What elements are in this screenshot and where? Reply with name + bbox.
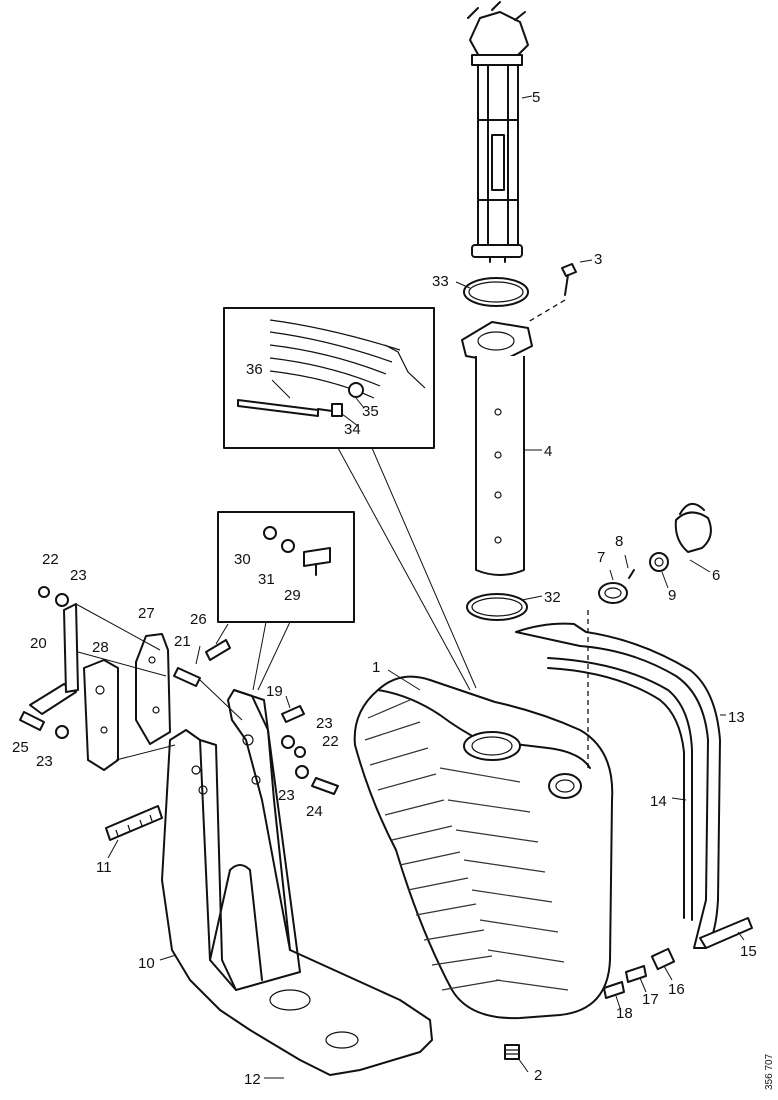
fasteners [19,586,339,795]
callout-1: 1 [372,659,380,676]
detail-inset-drain [223,307,435,449]
callout-5: 5 [532,89,540,106]
inset-pointer [337,447,477,691]
callout-33: 33 [432,273,449,290]
inset-pointer-2 [252,621,291,691]
callout-10: 10 [138,955,155,972]
callout-9: 9 [668,587,676,604]
callout-23-left: 23 [36,753,53,770]
callout-22-top: 22 [42,551,59,568]
callout-24: 24 [306,803,323,820]
strap-hardware [603,917,753,999]
callout-7: 7 [597,549,605,566]
callout-12: 12 [244,1071,261,1088]
callout-11: 11 [96,859,112,876]
callout-36: 36 [246,361,263,378]
callout-25: 25 [12,739,29,756]
callout-31: 31 [258,571,275,588]
callout-32: 32 [544,589,561,606]
callout-labels: 5 3 33 36 35 34 4 30 31 29 22 23 8 7 6 9… [12,89,757,1088]
fuel-level-sender [467,1,529,263]
callout-23-mid: 23 [316,715,333,732]
callout-20: 20 [30,635,47,652]
callout-6: 6 [712,567,720,584]
callout-13: 13 [728,709,745,726]
tank-strap [515,622,721,949]
callout-14: 14 [650,793,667,810]
callout-26: 26 [190,611,207,628]
assembly-line-3 [527,299,566,323]
callout-18: 18 [616,1005,633,1022]
callout-23-low: 23 [278,787,295,804]
callout-28: 28 [92,639,109,656]
detail-inset-fasteners [217,511,355,623]
screw-3 [561,263,577,296]
gasket-32 [466,593,528,621]
document-id: 356 707 [764,1053,775,1090]
bracket-28 [83,659,119,771]
callout-4: 4 [544,443,552,460]
tank-bracket [161,689,433,1076]
filler-strainer-tube [461,321,533,576]
callout-8: 8 [615,533,623,550]
filler-cap-assembly [598,503,712,604]
callout-30: 30 [234,551,251,568]
callout-29: 29 [284,587,301,604]
bracket-27 [135,633,171,745]
callout-17: 17 [642,991,659,1008]
rubber-strip [105,805,163,841]
callout-2: 2 [534,1067,542,1084]
callout-21: 21 [174,633,191,650]
drain-plug [504,1044,520,1060]
gasket-33 [463,277,529,307]
callout-27: 27 [138,605,155,622]
callout-19: 19 [266,683,283,700]
angle-bracket-20 [29,603,79,715]
callout-22-mid: 22 [322,733,339,750]
callout-35: 35 [362,403,379,420]
callout-15: 15 [740,943,757,960]
callout-16: 16 [668,981,685,998]
fuel-tank [353,675,614,1020]
callout-23-top: 23 [70,567,87,584]
callout-leaders [107,95,745,1079]
assembly-line-a [75,603,243,761]
callout-34: 34 [344,421,361,438]
callout-3: 3 [594,251,602,268]
